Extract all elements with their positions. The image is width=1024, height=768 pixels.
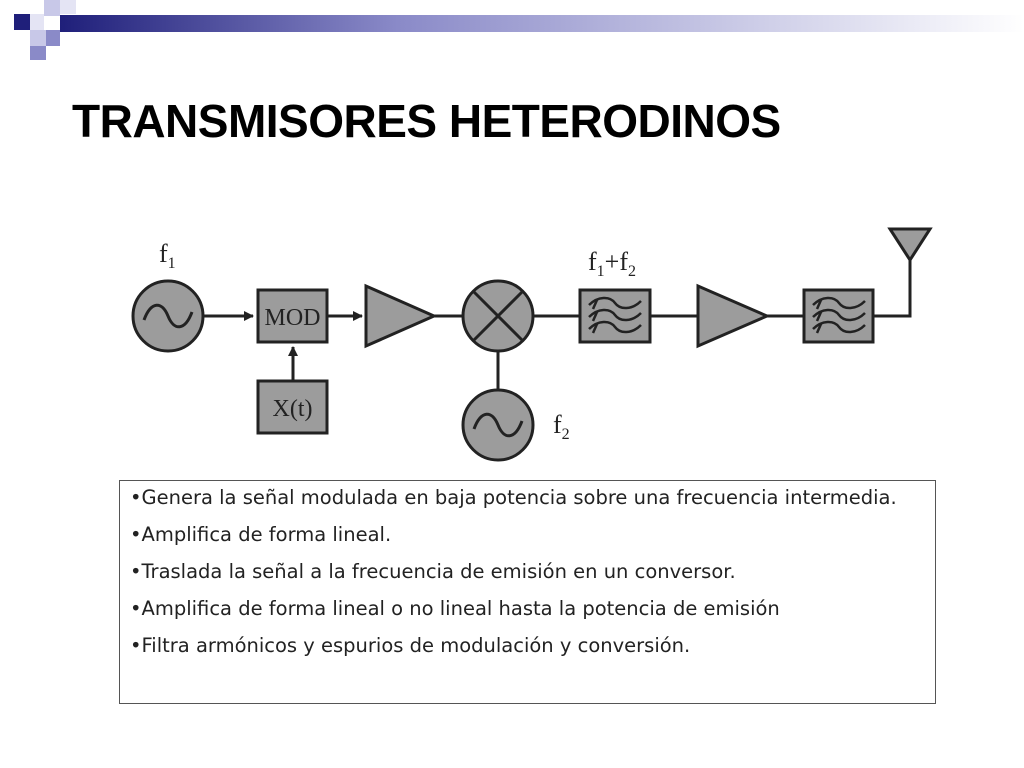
description-bullet: •Amplifica de forma lineal. — [130, 523, 392, 546]
sine-oscillator-icon — [131, 279, 205, 353]
description-box: •Genera la señal modulada en baja potenc… — [119, 480, 936, 704]
osc1-freq-label: f1 — [159, 239, 176, 272]
sum-freq-label: f1+f2 — [588, 247, 636, 280]
header-square — [46, 30, 60, 46]
header-square — [30, 14, 44, 30]
amplifier-icon — [364, 283, 438, 349]
bandpass-filter-icon — [578, 288, 652, 344]
mixer-icon — [461, 279, 535, 353]
sine-oscillator-icon — [461, 388, 535, 462]
slide-title: TRANSMISORES HETERODINOS — [72, 95, 781, 147]
header-square — [14, 14, 30, 30]
description-bullet: •Traslada la señal a la frecuencia de em… — [130, 560, 736, 583]
osc2-freq-label: f2 — [553, 410, 570, 443]
modulator-block: MOD — [256, 288, 329, 344]
heterodyne-transmitter-diagram: f1 MOD X(t) f2 f1+f2 — [131, 227, 933, 462]
header-square — [30, 30, 46, 46]
amplifier-icon — [696, 283, 771, 349]
description-bullet: •Filtra armónicos y espurios de modulaci… — [130, 634, 691, 657]
wire-filter2-to-antenna — [873, 258, 912, 318]
header-square — [60, 0, 76, 14]
bandpass-filter-icon — [802, 288, 875, 344]
header-square — [44, 0, 60, 16]
antenna-icon — [887, 227, 933, 263]
mod-label: MOD — [264, 305, 320, 331]
signal-wires — [203, 258, 912, 390]
header-square — [30, 46, 46, 60]
description-bullet: •Genera la señal modulada en baja potenc… — [130, 486, 897, 509]
description-bullet: •Amplifica de forma lineal o no lineal h… — [130, 597, 780, 620]
slide-header-decoration — [14, 0, 1024, 60]
xt-label: X(t) — [273, 396, 313, 422]
input-signal-block: X(t) — [256, 379, 329, 435]
header-gradient-bar — [60, 15, 1024, 32]
